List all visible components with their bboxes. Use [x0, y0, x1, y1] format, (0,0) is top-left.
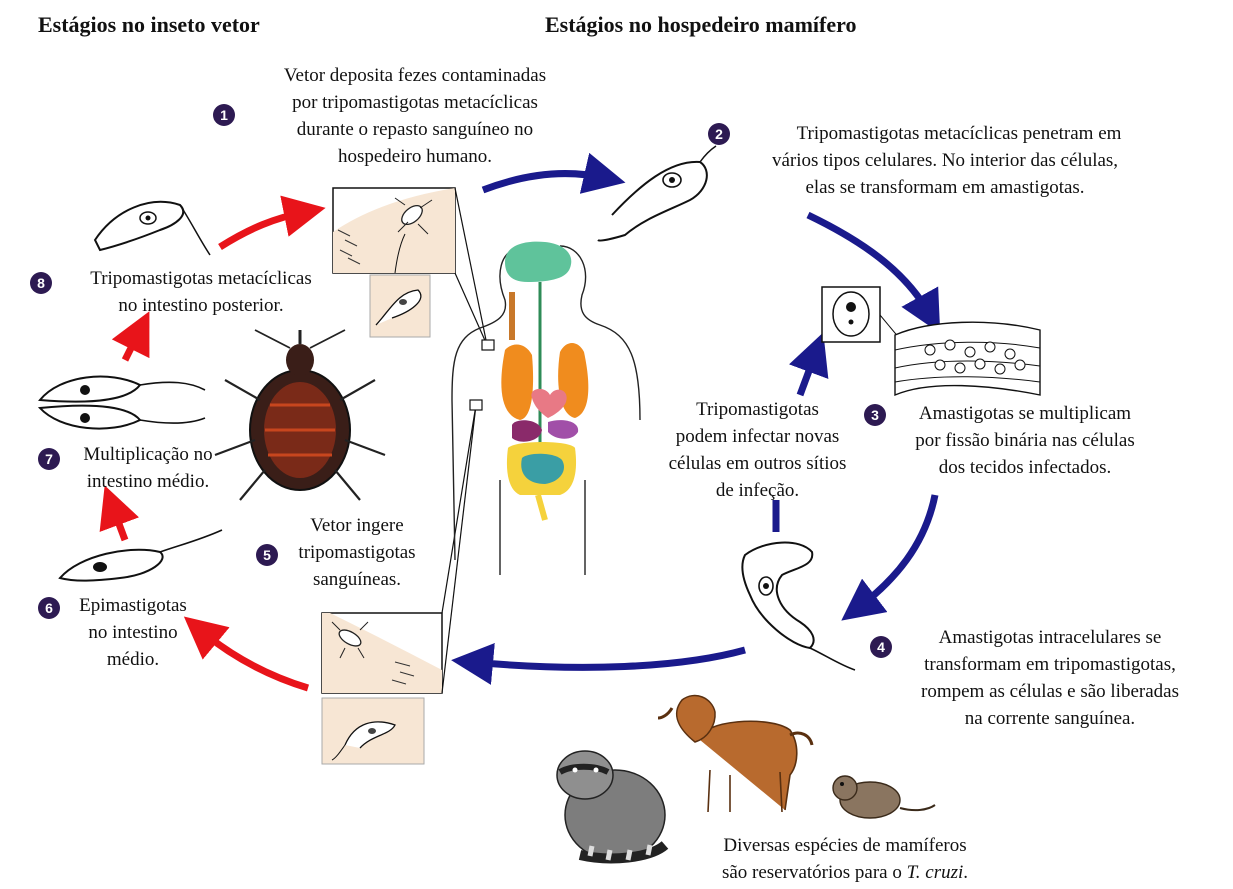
step-8-text: Tripomastigotas metacíclicas no intestin… — [56, 265, 346, 319]
raccoon-illustration — [557, 751, 665, 860]
triatomine-bug-illustration — [215, 330, 385, 500]
reservoirs-caption: Diversas espécies de mamíferos são reser… — [660, 832, 1030, 886]
metacyclic-trypomastigote-step8 — [95, 202, 210, 255]
arrow-reinfection-up — [800, 352, 816, 395]
bloodstream-trypomastigote-step4 — [742, 543, 855, 670]
dog-illustration — [658, 696, 812, 812]
skin-inset-top — [333, 188, 487, 345]
arrow-step4-to-step5 — [472, 650, 745, 667]
arrow-step3-to-step4 — [858, 495, 935, 608]
human-body-illustration — [452, 242, 640, 575]
step-7-text: Multiplicação no intestino médio. — [58, 441, 238, 495]
arrow-step7-to-step8 — [125, 330, 140, 360]
reinfection-text: Tripomastigotas podem infectar novas cél… — [640, 396, 875, 504]
step-2-text: Tripomastigotas metacíclicas penetram em… — [715, 120, 1175, 201]
dividing-epimastigotes-step7 — [40, 377, 205, 429]
epimastigote-step6 — [60, 530, 222, 581]
step-6-badge: 6 — [38, 597, 60, 619]
header-host-stages: Estágios no hospedeiro mamífero — [545, 12, 856, 38]
step-4-text: Amastigotas intracelulares se transforma… — [880, 624, 1220, 732]
metacyclic-trypomastigote-step2 — [598, 146, 716, 241]
rodent-illustration — [833, 776, 935, 818]
infected-tissue-illustration — [822, 287, 1040, 395]
step-5-text: Vetor ingere tripomastigotas sanguíneas. — [282, 512, 432, 593]
step-8-badge: 8 — [30, 272, 52, 294]
step-7-badge: 7 — [38, 448, 60, 470]
step-1-text: Vetor deposita fezes contaminadas por tr… — [230, 62, 600, 170]
step-6-text: Epimastigotas no intestino médio. — [58, 592, 208, 673]
arrow-step6-to-step7 — [112, 505, 125, 540]
arrow-step1-to-step2 — [483, 174, 605, 190]
arrow-step8-to-step1 — [220, 212, 305, 247]
step-5-badge: 5 — [256, 544, 278, 566]
header-vector-stages: Estágios no inseto vetor — [38, 12, 260, 38]
step-3-text: Amastigotas se multiplicam por fissão bi… — [880, 400, 1170, 481]
arrow-step5-to-step6 — [200, 630, 308, 688]
